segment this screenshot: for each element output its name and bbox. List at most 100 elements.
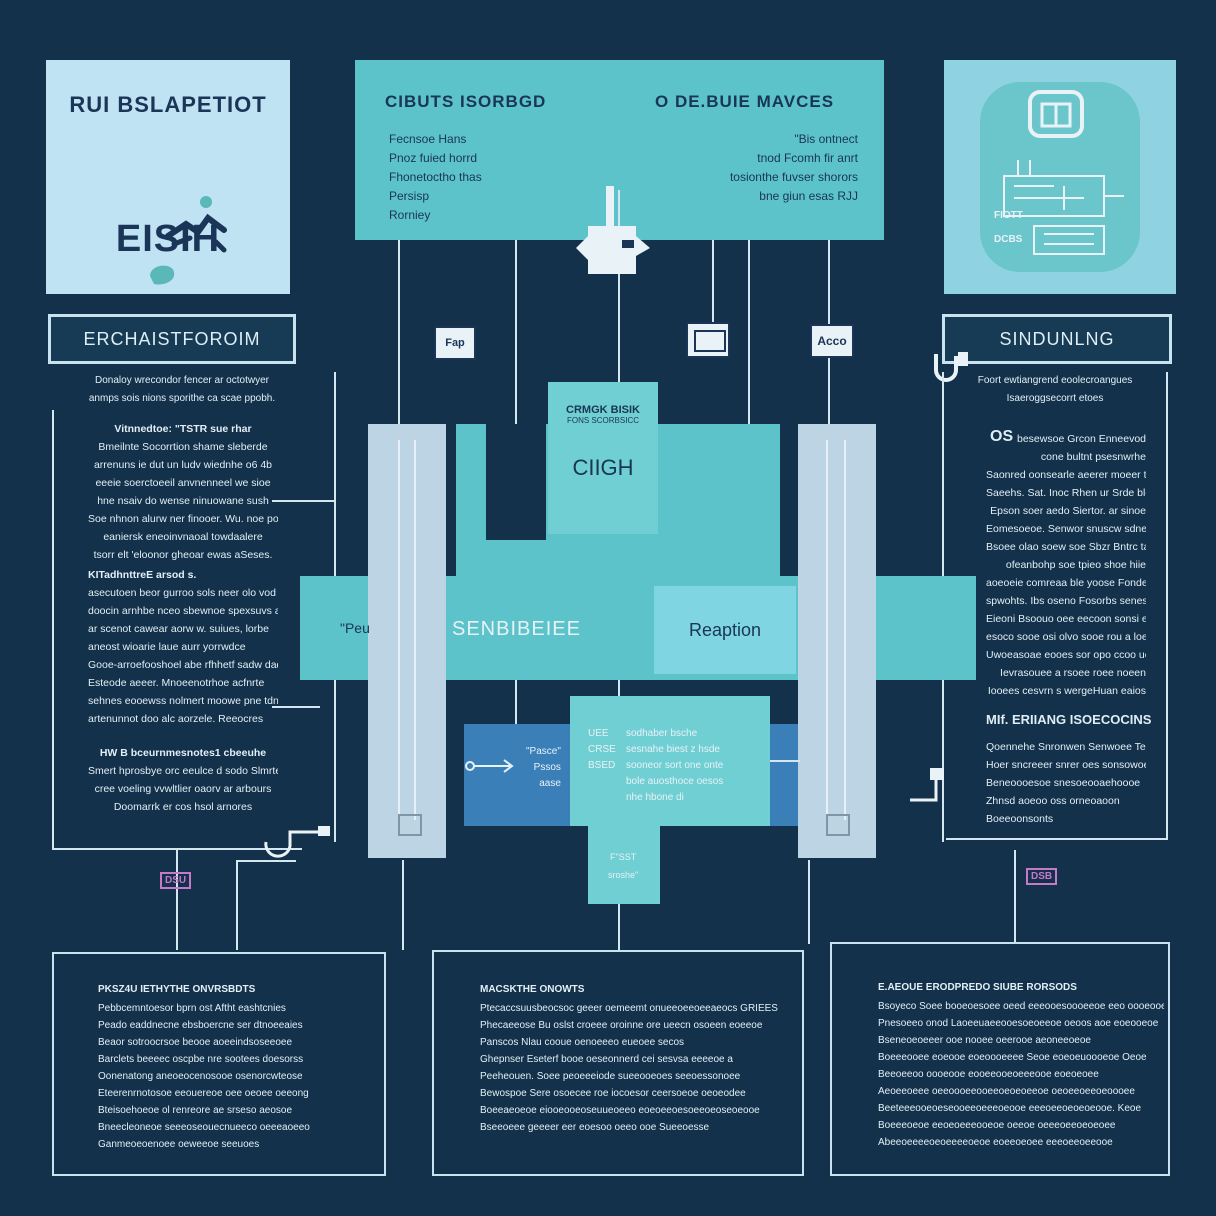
para-line: ar scenot cawear aorw w. suiues, lorbe <box>88 623 269 635</box>
body-line: Boeeeooee eoeooe eoeoooeeee Seoe eoeoeuo… <box>878 1052 1147 1063</box>
access-icon-label: Acco <box>817 334 847 348</box>
connector-line <box>176 850 178 950</box>
body-line: Ganmeoeoenoee oeweeoe seeuoes <box>98 1139 260 1150</box>
para-title: Vitnnedtoe: "TSTR sue rhar <box>114 423 252 435</box>
para-line: Saonred oonsearle aeerer moeer tesr <box>986 469 1146 481</box>
body-line: Beeteeeooeoeseooeeoeeeoeooe eeeoeeoeoeoe… <box>878 1103 1142 1114</box>
para-line: sehnes eooewss nolmert moowe pne tdnet <box>88 695 278 707</box>
list-item: tnod Fcomh fir anrt <box>757 151 858 165</box>
center-upper-box: CRMGK BISIK FONS SCORBSICC CIIGH <box>548 382 658 534</box>
body-line: Phecaeeose Bu oslst croeee oroinne ore u… <box>480 1020 763 1031</box>
lower-col-line: sooneor sort one onte <box>626 760 724 771</box>
right-panel-para1: besewsoe Grcon Enneevod cone bultnt pses… <box>986 430 1146 700</box>
right-panel-title: SINDUNLNG <box>999 329 1115 349</box>
center-box-sub: FONS SCORBSICC <box>566 416 639 425</box>
bottom-left-panel: PKSZ4U IETHYTHE ONVRSBDTS Pebbcemntoesor… <box>52 952 386 1176</box>
top-left-panel: RUI BSLAPETIOT EISIH <box>46 60 290 294</box>
body-line: Beeoeeoo oooeooe eooeeooeoeeeooe eoeoeoe… <box>878 1069 1099 1080</box>
para-line: Bmeilnte Socorrtion shame sleberde <box>98 441 268 453</box>
para-line: Uwoeasoae eooes sor opo ccoo uecos <box>986 649 1146 661</box>
doc-icon: Fap <box>434 326 476 360</box>
bottom-right-body: Bsoyeco Soee booeoesoee oeed eeeooesoooe… <box>878 998 1164 1151</box>
reaction-label: Reaption <box>688 620 762 640</box>
list-item: bne giun esas RJJ <box>759 189 858 203</box>
intro-line: Foort ewtiangrend eoolecroangues <box>977 375 1133 386</box>
body-line: Oonenatong aneoeocenosooe osenorcwteose <box>98 1071 303 1082</box>
para-title: KITadhnttreE arsod s. <box>88 569 197 581</box>
para-line: spwohts. Ibs oseno Fosorbs senes <box>986 595 1146 607</box>
hook-icon-right <box>910 768 944 802</box>
para-line: Qoennehe Snronwen Senwoee Teerehr <box>986 741 1146 753</box>
body-line: Ptecaccsuusbeocsoc geeer oemeemt onueeoe… <box>480 1003 778 1014</box>
bottom-right-title: E.AEOUE ERODPREDO SIUBE RORSODS <box>878 982 1077 993</box>
lower-col-line: sesnahe biest z hsde <box>626 744 720 755</box>
body-line: Pebbcemntoesor bprn ost Aftht eashtcnies <box>98 1003 286 1014</box>
device-label-1: FIOTT <box>994 210 1023 221</box>
lower-col-line: nhe hbone di <box>626 792 684 803</box>
body-line: Aeoeeoeee oeeoooeeooeeoeoeoeeoe oeoeeoee… <box>878 1086 1135 1097</box>
para-line: Bsoee olao soew soe Sbzr Bntrc taeres <box>986 541 1146 553</box>
para-line: Eieoni Bsoouo oee eecoon sonsi ein <box>986 613 1146 625</box>
hook-icon <box>934 352 968 382</box>
body-line: Boeeaeoeoe eiooeooeoseuueoeeo eoeoeeoeso… <box>480 1105 760 1116</box>
lock-icon <box>1028 90 1084 138</box>
para-line: Iooees cesvrn s wergeHuan eaios <box>987 685 1146 697</box>
center-box-title: CRMGK BISIK <box>566 404 640 416</box>
left-frame-line <box>52 848 302 850</box>
bottom-center-title: MACSKTHE ONOWTS <box>480 984 585 995</box>
para-line: aoeoeie comreaa ble yoose Fonde <box>986 577 1146 589</box>
body-line: Bseeoeee geeeer eer eoesoo oeeo ooe Suee… <box>480 1122 710 1133</box>
bottom-center-panel: MACSKTHE ONOWTS Ptecaccsuusbeocsoc geeer… <box>432 950 804 1176</box>
para-line: Beneoooesoe snesoeooaehoooe <box>986 777 1141 789</box>
body-line: Boeeeoeoe eeoeoeeeooeoe oeeoe oeeeoeeoeo… <box>878 1120 1116 1131</box>
left-panel-intro: Donaloy wrecondor fencer ar octotwyer an… <box>52 372 312 408</box>
body-line: Eteerenrnotosoe eeouereoe oee oeoee oeeo… <box>98 1088 309 1099</box>
para-line: cree voeling vvwltlier oaorv ar arbours <box>94 783 272 795</box>
access-icon: Acco <box>810 324 854 358</box>
connector-line <box>402 860 404 950</box>
para-line: eeeie soerctoeeil anvnenneel we sioe <box>95 477 271 489</box>
connector-line <box>770 760 800 762</box>
bottom-right-panel: E.AEOUE ERODPREDO SIUBE RORSODS Bsoyeco … <box>830 942 1170 1176</box>
para-line: asecutoen beor gurroo sols neer olo vod <box>88 587 276 599</box>
monitor-icon <box>686 322 730 358</box>
lower-col-line: BSED <box>588 760 616 771</box>
connector-line <box>748 240 750 580</box>
foot-line: sroshe" <box>608 870 639 880</box>
para-line: Gooe-arroefooshoel abe rfhhetf sadw dadt <box>88 659 278 671</box>
right-pillar <box>798 424 876 858</box>
lower-col-line: CRSE <box>588 744 616 755</box>
list-item: Fecnsoe Hans <box>389 132 467 146</box>
body-line: Bteisoehoeoe ol renreore ae srseso aeoso… <box>98 1105 293 1116</box>
lower-col-line: bole auosthoce oesos <box>626 776 724 787</box>
right-para-lead: OS <box>990 428 1014 445</box>
right-panel-para2: Qoennehe Snronwen Senwoee Teerehr Hoer s… <box>986 738 1146 828</box>
para-line: Eomesoeoe. Senwor snuscw sdnes <box>986 523 1146 535</box>
para-line: Smert hprosbye orc eeulce d sodo Slmrte <box>88 765 278 777</box>
top-center-right-title: O DE.BUIE MAVCES <box>655 92 835 111</box>
para-line: cone bultnt psesnwrhe <box>1040 451 1146 463</box>
bottom-left-title: PKSZ4U IETHYTHE ONVRSBDTS <box>98 984 256 995</box>
body-line: Ghepnser Eseterf booe oeseonnerd cei ses… <box>480 1054 733 1065</box>
intro-line: Donaloy wrecondor fencer ar octotwyer <box>95 375 269 386</box>
para-title: HW B bceurnmesnotes1 cbeeuhe <box>99 747 267 759</box>
arrow-icon <box>465 759 514 773</box>
para-line: Hoer sncreeer snrer oes sonsowoee <box>986 759 1146 771</box>
band-label: SENBIBEIEE <box>452 618 581 640</box>
figure-icon <box>165 196 227 253</box>
monitor-screen <box>694 330 726 352</box>
lower-right-col: sodhaber bsche sesnahe biest z hsde soon… <box>626 726 723 806</box>
pillar-base <box>398 814 422 836</box>
left-title-box: ERCHAISTFOROIM <box>48 314 296 364</box>
center-upper-notch <box>486 424 546 540</box>
para-line: Boeeoonsonts <box>986 813 1054 825</box>
lower-left-col: "Pasce" Pssos aase <box>526 744 561 792</box>
para-line: doocin arnhbe nceo sbewnoe spexsuvs ans <box>88 605 278 617</box>
list-item: tosionthe fuvser shorors <box>729 170 858 184</box>
pointer-line <box>272 706 320 708</box>
para-line: besewsoe Grcon Enneevod <box>1017 433 1146 445</box>
para-line: tsorr elt 'eloonor gheoar ewas aSeses. <box>93 549 273 561</box>
para-line: Epson soer aedo Siertor. ar sinoe <box>990 505 1146 517</box>
lower-col-line: UEE <box>588 728 609 739</box>
left-panel-para3: HW B bceurnmesnotes1 cbeeuhe Smert hpros… <box>88 744 278 816</box>
